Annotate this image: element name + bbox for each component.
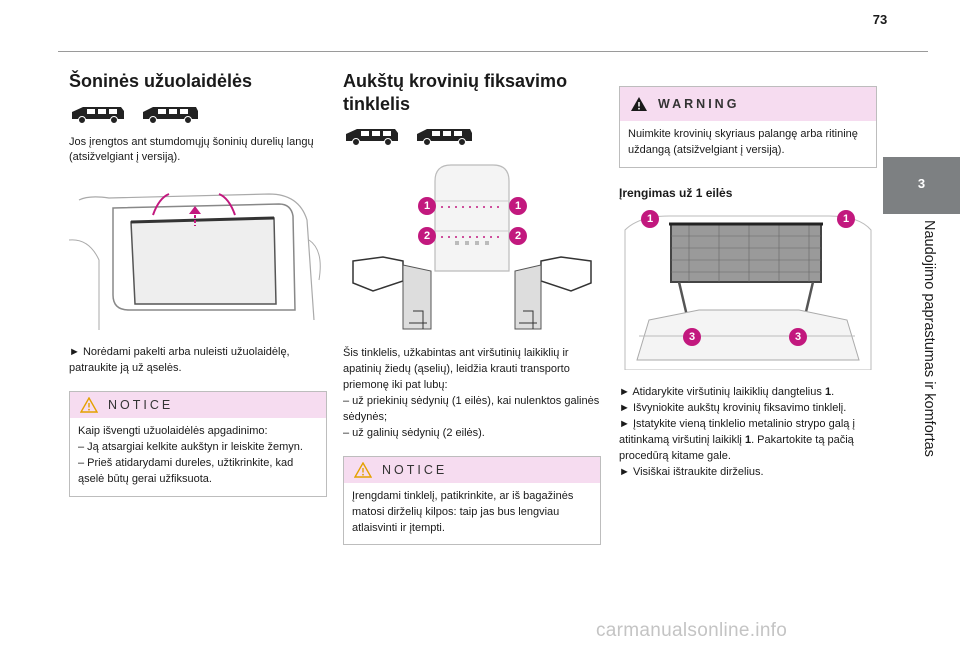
installation-step: ► Įstatykite vieną tinklelio metalinio s… <box>619 417 855 462</box>
van-long-icon <box>417 129 472 146</box>
marker-badge: 3 <box>683 327 701 346</box>
installation-step: ► Visiškai ištraukite dirželius. <box>619 465 764 478</box>
side-blinds-step: ► Norėdami pakelti arba nuleisti užuolai… <box>69 346 290 375</box>
page-number: 73 <box>872 12 888 27</box>
marker-badge: 2 <box>418 227 436 245</box>
side-blind-illustration <box>68 180 327 335</box>
marker-badge: 3 <box>789 327 807 346</box>
van-long-icon <box>143 106 198 124</box>
marker-badge: 1 <box>837 209 855 228</box>
notice-header: NOTICE <box>70 392 326 419</box>
notice-box-col2: NOTICE Įrengdami tinklelį, patikrinkite,… <box>343 455 601 546</box>
notice-label: NOTICE <box>382 462 448 477</box>
chapter-title: Naudojimo paprastumas ir komfortas <box>921 220 937 457</box>
installation-step: ► Atidarykite viršutinių laikiklių dangt… <box>619 385 835 398</box>
notice-intro: Kaip išvengti užuolaidėlės apgadinimo: <box>78 425 268 438</box>
warning-triangle-icon <box>80 397 98 413</box>
vehicle-versions <box>343 125 601 147</box>
notice-header: NOTICE <box>344 456 600 483</box>
cargo-net-installation-illustration: 1 1 3 3 <box>619 209 877 375</box>
notice-box-col1: NOTICE Kaip išvengti užuolaidėlės apgadi… <box>69 391 327 497</box>
notice-text: Įrengdami tinklelį, patikrinkite, ar iš … <box>352 489 574 534</box>
warning-triangle-icon <box>631 97 647 111</box>
warning-text: Nuimkite krovinių skyriaus palangę arba … <box>628 128 858 156</box>
section-title-side-blinds: Šoninės užuolaidėlės <box>69 71 253 91</box>
side-blinds-intro: Jos įrengtos ant stumdomųjų šoninių dure… <box>69 135 314 164</box>
warning-triangle-icon <box>354 461 372 478</box>
van-short-icon <box>72 106 124 124</box>
warning-header: WARNING <box>620 87 876 121</box>
column-installation: WARNING Nuimkite krovinių skyriaus palan… <box>619 86 877 481</box>
cargo-net-positions-illustration: 1 1 2 2 <box>343 161 601 336</box>
chapter-number: 3 <box>917 176 926 191</box>
column-cargo-net: Aukštų krovinių fiksavimo tinklelis 1 1 … <box>343 70 601 546</box>
marker-badge: 2 <box>509 227 527 245</box>
section-title-cargo-net: Aukštų krovinių fiksavimo tinklelis <box>343 71 568 114</box>
van-short-icon <box>346 129 398 146</box>
column-side-blinds: Šoninės užuolaidėlės Jos įrengtos ant st… <box>68 70 327 497</box>
notice-item: – Prieš atidarydami dureles, užtikrinkit… <box>78 457 294 486</box>
cargo-net-intro: Šis tinklelis, užkabintas ant viršutinių… <box>343 347 570 391</box>
marker-badge: 1 <box>509 197 527 215</box>
marker-badge: 1 <box>641 209 659 228</box>
watermark: carmanualsonline.info <box>596 620 788 641</box>
installation-subtitle: Įrengimas už 1 eilės <box>619 185 733 200</box>
chapter-tab[interactable] <box>883 157 960 214</box>
cargo-net-item: – už priekinių sėdynių (1 eilės), kai nu… <box>343 394 600 423</box>
notice-item: – Ją atsargiai kelkite aukštyn ir leiski… <box>78 441 303 454</box>
warning-box: WARNING Nuimkite krovinių skyriaus palan… <box>619 86 877 168</box>
vehicle-versions <box>69 103 327 125</box>
cargo-net-item: – už galinių sėdynių (2 eilės). <box>343 426 485 439</box>
warning-label: WARNING <box>658 97 740 111</box>
marker-badge: 1 <box>418 197 436 215</box>
top-rule <box>58 51 928 52</box>
notice-label: NOTICE <box>108 398 174 413</box>
installation-step: ► Išvyniokite aukštų krovinių fiksavimo … <box>619 401 847 414</box>
